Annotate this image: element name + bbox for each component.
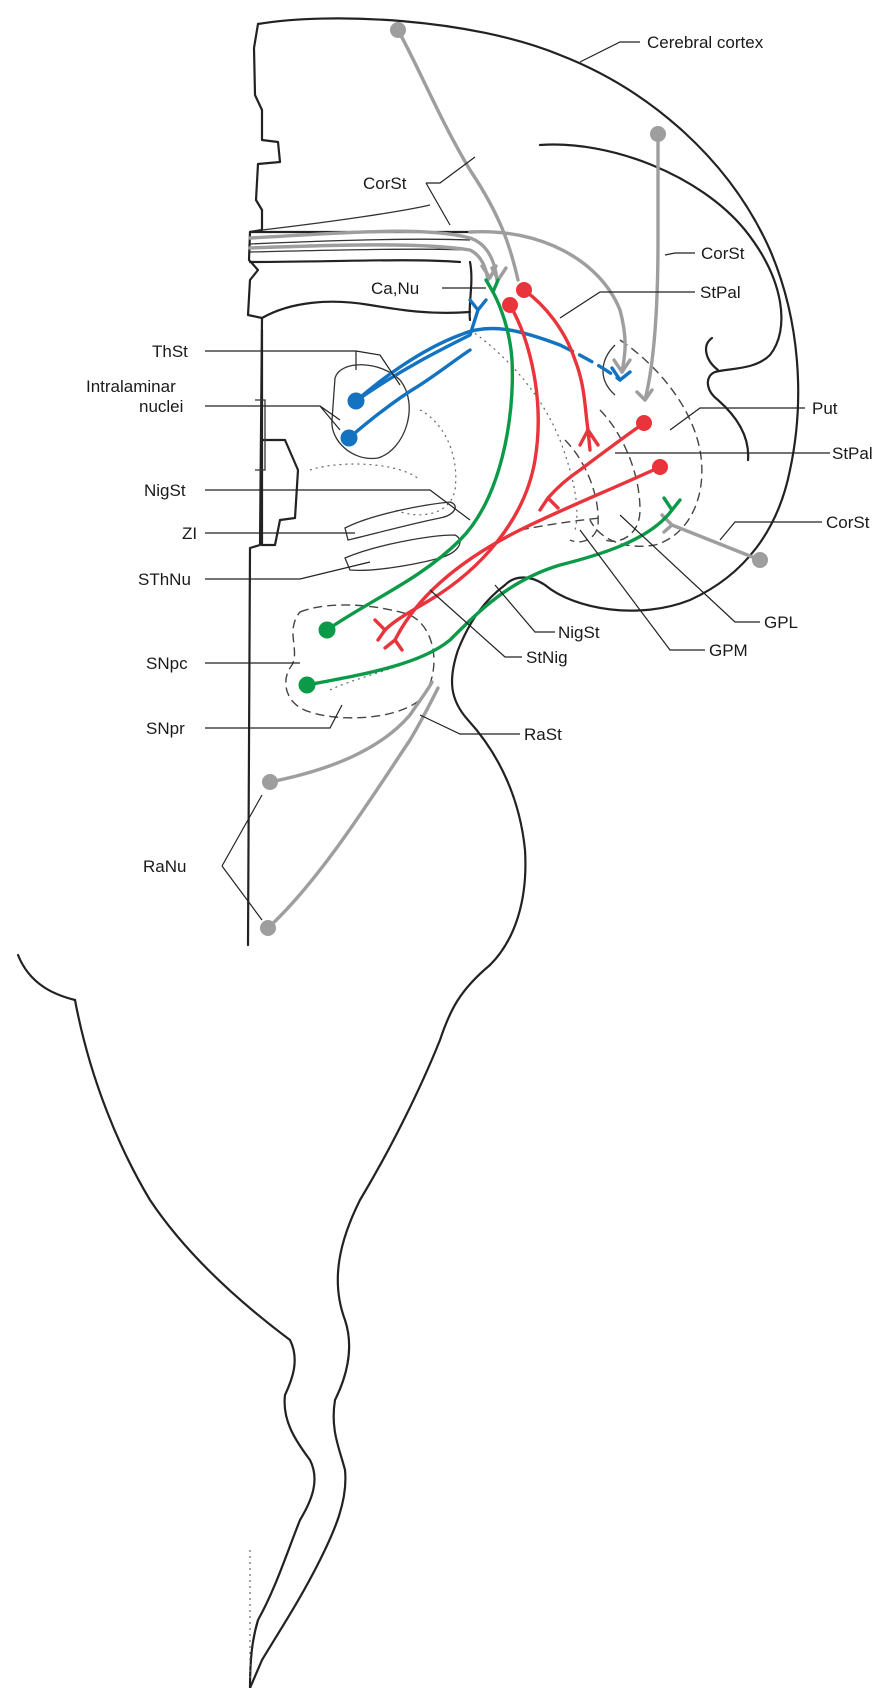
leader-rast bbox=[420, 715, 520, 734]
label-cerebral-cortex: Cerebral cortex bbox=[647, 33, 764, 52]
label-nigst-mid: NigSt bbox=[558, 623, 600, 642]
nigral-neuron-1 bbox=[319, 622, 336, 639]
stpal-fiber-2 bbox=[548, 423, 644, 498]
label-corst-top: CorSt bbox=[363, 174, 407, 193]
cortex-neuron-right bbox=[650, 126, 666, 142]
raphe-neuron-2 bbox=[260, 920, 276, 936]
thalamus-dotted-region-2 bbox=[310, 464, 420, 480]
brainstem-left-contour bbox=[75, 1000, 315, 1688]
label-gpm: GPM bbox=[709, 641, 748, 660]
corst-fiber-5 bbox=[645, 134, 658, 400]
caudate-neuron-1 bbox=[516, 282, 532, 298]
leader-ranu bbox=[222, 795, 262, 920]
corpus-callosum-bottom bbox=[250, 260, 460, 262]
gpm-outline bbox=[565, 440, 598, 542]
leader-corst-mid bbox=[665, 253, 695, 255]
label-intralaminar-2: nuclei bbox=[139, 397, 183, 416]
label-zi: ZI bbox=[182, 524, 197, 543]
leader-snpr bbox=[205, 705, 342, 728]
third-ventricle-shape bbox=[262, 440, 298, 545]
corpus-callosum-line-3 bbox=[250, 249, 470, 252]
label-stpal-top: StPal bbox=[700, 283, 741, 302]
rast-fiber-1 bbox=[270, 682, 432, 782]
label-snpr: SNpr bbox=[146, 719, 185, 738]
label-thst: ThSt bbox=[152, 342, 188, 361]
stpal-fiber-1 bbox=[524, 290, 588, 430]
cortex-inner-contour bbox=[540, 145, 781, 460]
nigral-neuron-2 bbox=[299, 677, 316, 694]
cortex-outline bbox=[258, 18, 798, 610]
leader-thst bbox=[205, 351, 400, 385]
brain-outline bbox=[18, 18, 798, 1688]
callosum-upper-curve bbox=[262, 205, 430, 230]
intralaminar-neuron-2 bbox=[341, 430, 358, 447]
label-snpc: SNpc bbox=[146, 654, 188, 673]
rast-fiber-2 bbox=[268, 688, 438, 928]
corst-fiber-6 bbox=[672, 525, 760, 560]
label-stnig: StNig bbox=[526, 648, 568, 667]
thalamus-dotted-region bbox=[395, 410, 456, 515]
corst-fiber-1 bbox=[398, 30, 518, 280]
hemisphere-medial-wall bbox=[248, 24, 280, 318]
cortex-neuron-top bbox=[390, 22, 406, 38]
label-canu: Ca,Nu bbox=[371, 279, 419, 298]
label-rast: RaSt bbox=[524, 725, 562, 744]
labels: Cerebral cortex CorSt CorSt Ca,Nu StPal … bbox=[86, 33, 873, 876]
leader-sthnu bbox=[205, 562, 370, 579]
corst-fiber-2 bbox=[250, 231, 497, 280]
corticostriatal-pathways bbox=[250, 30, 760, 928]
label-intralaminar-1: Intralaminar bbox=[86, 377, 176, 396]
putamen-neuron-2 bbox=[652, 459, 668, 475]
leader-stpal-top bbox=[560, 292, 695, 318]
caudate-neuron-2 bbox=[502, 297, 518, 313]
intralaminar-neuron-1 bbox=[348, 393, 365, 410]
caudate-head-outline bbox=[470, 262, 472, 320]
brainstem-right-contour bbox=[250, 965, 490, 1688]
zona-incerta-contour bbox=[345, 502, 455, 540]
label-stpal-mid: StPal bbox=[832, 444, 873, 463]
subthalamic-nucleus-contour bbox=[345, 535, 460, 570]
label-corst-mid: CorSt bbox=[701, 244, 745, 263]
corst-fiber-4 bbox=[470, 232, 625, 372]
nigst-fiber-1 bbox=[327, 292, 512, 630]
label-put: Put bbox=[812, 399, 838, 418]
leader-intralaminar bbox=[205, 406, 340, 430]
label-nigst-left: NigSt bbox=[144, 481, 186, 500]
label-sthnu: SThNu bbox=[138, 570, 191, 589]
label-ranu: RaNu bbox=[143, 857, 186, 876]
leader-lines bbox=[205, 42, 830, 920]
cortex-neuron-lateral bbox=[752, 552, 768, 568]
striatal-efferent-pathways bbox=[375, 290, 660, 650]
putamen-neuron-1 bbox=[636, 415, 652, 431]
nuclei-contours bbox=[286, 330, 702, 718]
cortex-medial-notch bbox=[706, 338, 718, 370]
label-gpl: GPL bbox=[764, 613, 798, 632]
pons-left-bulge bbox=[18, 955, 75, 1000]
label-corst-low: CorSt bbox=[826, 513, 870, 532]
leader-cerebral-cortex bbox=[580, 42, 640, 62]
raphe-neuron-1 bbox=[262, 774, 278, 790]
